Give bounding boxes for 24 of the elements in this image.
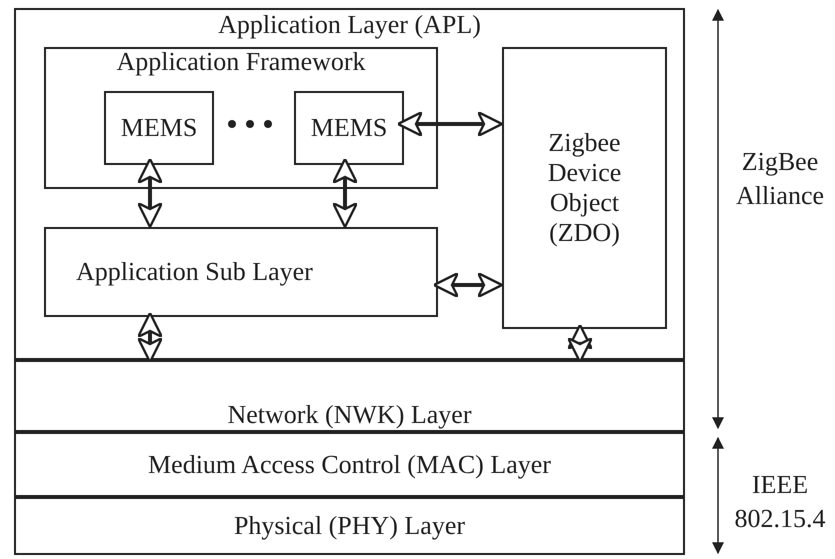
layer-label: Application Framework <box>116 47 366 77</box>
double-arrow <box>432 272 504 298</box>
sublayer-box <box>44 227 438 317</box>
double-arrow <box>332 158 358 228</box>
module-box <box>294 91 404 165</box>
layer-label: Physical (PHY) Layer <box>234 511 466 541</box>
layer-label: Application Sub Layer <box>76 257 313 287</box>
module-box <box>104 91 214 165</box>
layer-box <box>14 497 685 555</box>
bracket-label: ZigBee Alliance <box>734 146 826 212</box>
double-arrow <box>396 110 504 138</box>
layer-label: Medium Access Control (MAC) Layer <box>148 450 551 480</box>
double-arrow <box>136 158 164 228</box>
layer-box <box>14 432 685 497</box>
framework-box <box>44 47 438 189</box>
bracket-label: IEEE 802.15.4 <box>734 469 826 535</box>
layer-label: Network (NWK) Layer <box>227 400 472 430</box>
layer-label: MEMS <box>120 113 198 143</box>
zdo-box <box>502 47 667 329</box>
layer-box <box>14 8 685 360</box>
layer-label: Zigbee Device Object (ZDO) <box>546 128 622 248</box>
layer-label: Application Layer (APL) <box>218 10 481 40</box>
layer-label: MEMS <box>310 113 388 143</box>
layer-box <box>14 360 685 432</box>
